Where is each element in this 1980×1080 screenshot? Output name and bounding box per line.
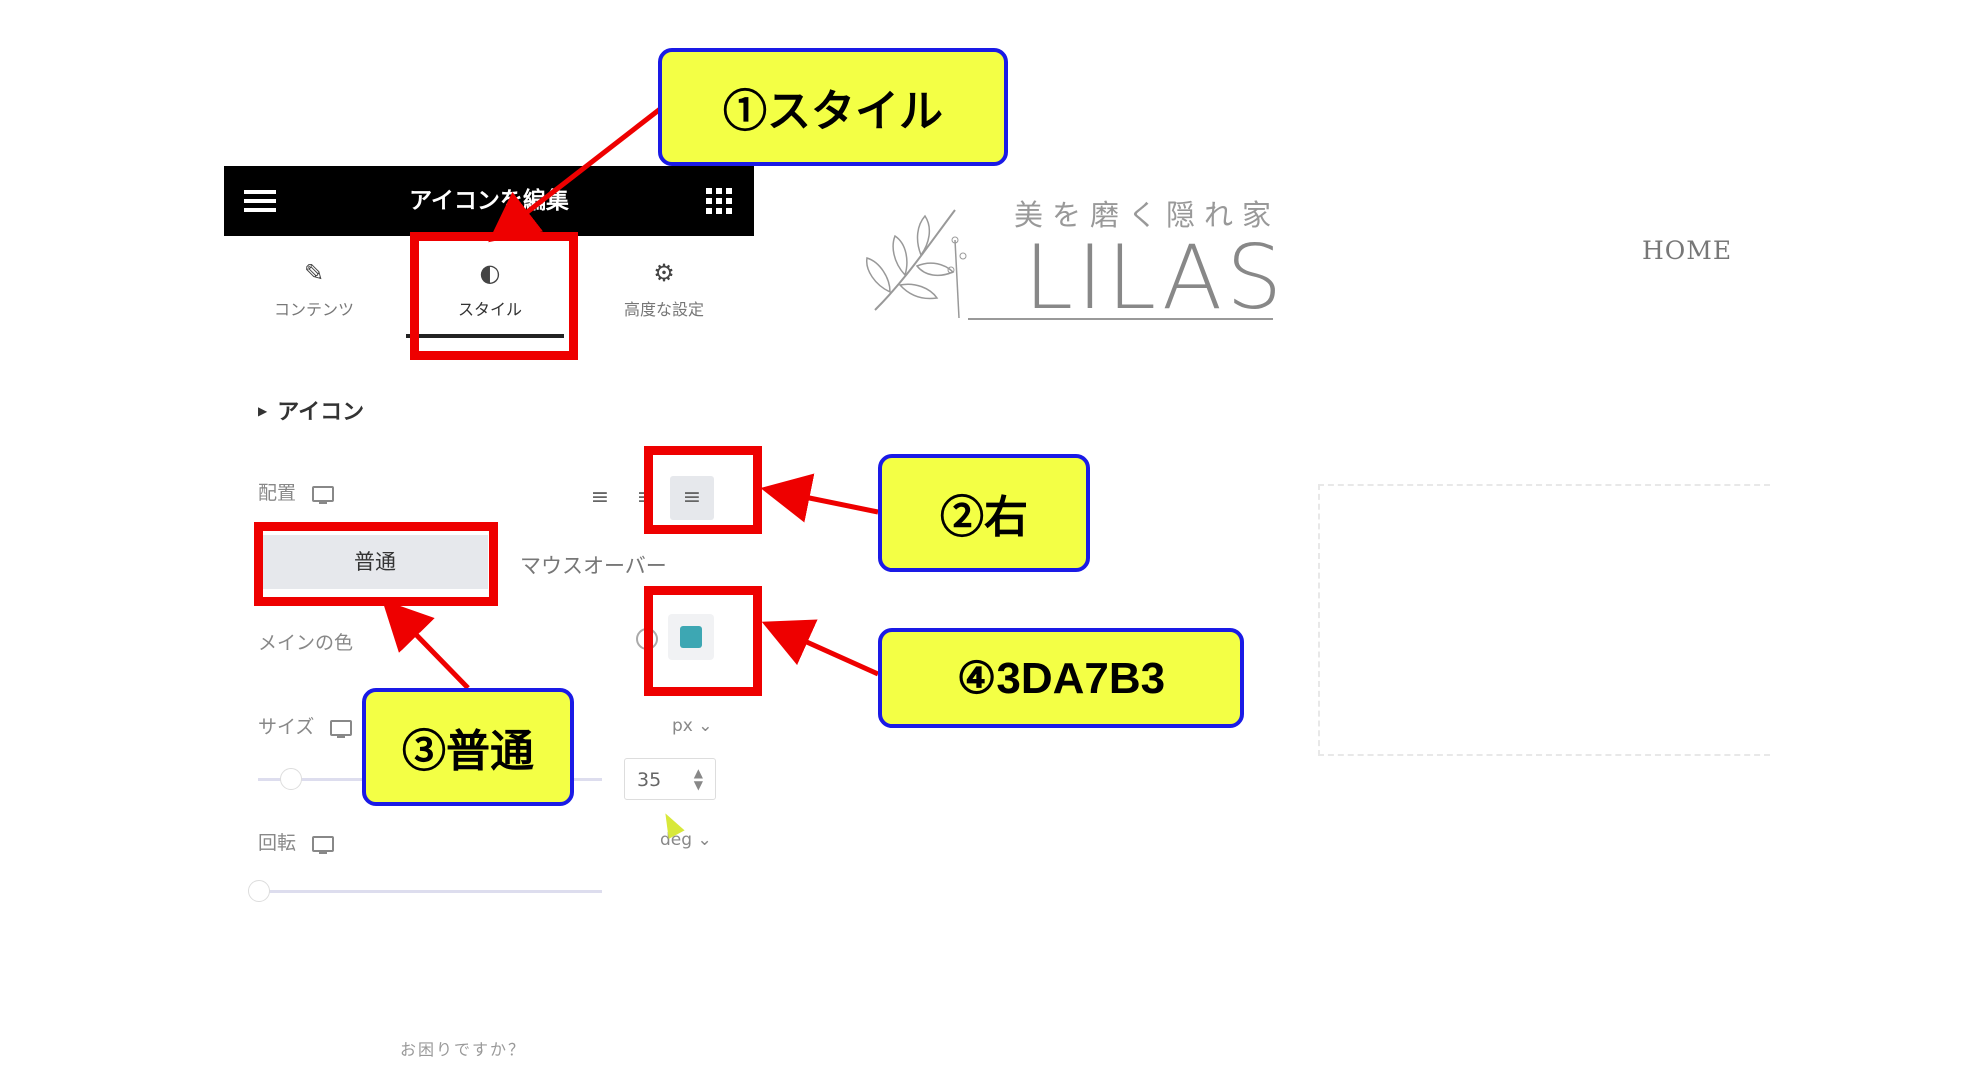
preview-placeholder-area bbox=[1318, 484, 1770, 756]
gear-icon: ⚙ bbox=[653, 259, 675, 287]
align-left-icon: ≡ bbox=[590, 485, 610, 510]
leaf-branch-logo-icon bbox=[866, 209, 967, 319]
pencil-icon: ✎ bbox=[303, 259, 325, 287]
rotation-slider-handle[interactable] bbox=[248, 880, 270, 902]
tab-style[interactable]: ◐ スタイル bbox=[420, 258, 560, 320]
size-slider-handle[interactable] bbox=[280, 768, 302, 790]
size-unit-select[interactable]: px ⌄ bbox=[672, 716, 713, 736]
callout-step1: ①スタイル bbox=[658, 48, 1008, 166]
chevron-down-icon: ⌄ bbox=[698, 716, 713, 736]
highlight-style-tab bbox=[410, 232, 578, 360]
desktop-responsive-icon[interactable] bbox=[312, 835, 335, 854]
nav-home-link[interactable]: HOME bbox=[1642, 236, 1733, 265]
highlight-color-swatch bbox=[644, 586, 762, 696]
main-color-picker[interactable] bbox=[668, 614, 714, 660]
align-left-button[interactable]: ≡ bbox=[578, 476, 622, 520]
caret-right-icon: ▶ bbox=[258, 404, 268, 418]
contrast-icon: ◐ bbox=[479, 259, 501, 287]
size-control: サイズ bbox=[258, 712, 353, 739]
callout-step2: ②右 bbox=[878, 454, 1090, 572]
state-tab-hover[interactable]: マウスオーバー bbox=[520, 554, 667, 578]
rotation-control: 回転 bbox=[258, 828, 335, 855]
hamburger-menu-icon[interactable] bbox=[244, 190, 276, 212]
logo-subtitle: 美を磨く隠れ家 bbox=[1014, 198, 1281, 232]
rotation-slider-track[interactable] bbox=[258, 890, 602, 893]
highlight-align-right bbox=[644, 446, 762, 534]
tab-advanced[interactable]: ⚙ 高度な設定 bbox=[594, 258, 734, 320]
alignment-label: 配置 bbox=[258, 482, 297, 504]
tab-content[interactable]: ✎ コンテンツ bbox=[244, 258, 384, 320]
chevron-down-icon: ⌄ bbox=[697, 830, 712, 850]
color-swatch bbox=[680, 626, 702, 648]
size-label: サイズ bbox=[258, 716, 315, 738]
stepper-arrows-icon[interactable]: ▲▼ bbox=[693, 766, 703, 792]
arrow-step1 bbox=[488, 104, 666, 243]
callout-step3: ③普通 bbox=[362, 688, 574, 806]
align-right-button[interactable]: ≡ bbox=[670, 476, 714, 520]
desktop-responsive-icon[interactable] bbox=[312, 485, 335, 504]
logo-title: LILAS bbox=[1024, 226, 1287, 329]
logo-underline bbox=[968, 318, 1273, 320]
help-text[interactable]: お困りですか？ bbox=[400, 1040, 527, 1059]
active-tab-indicator bbox=[406, 334, 564, 338]
size-number-input[interactable]: 35 ▲▼ bbox=[624, 758, 716, 800]
callout-step4: ④3DA7B3 bbox=[878, 628, 1244, 728]
rotation-unit-select[interactable]: deg ⌄ bbox=[660, 830, 712, 850]
arrow-step3 bbox=[382, 599, 470, 690]
main-color-label: メインの色 bbox=[258, 632, 354, 654]
align-right-icon: ≡ bbox=[682, 485, 702, 510]
widgets-grid-icon[interactable] bbox=[706, 188, 732, 214]
rotation-label: 回転 bbox=[258, 832, 297, 854]
state-tab-normal[interactable]: 普通 bbox=[262, 535, 488, 589]
arrow-step2 bbox=[760, 473, 879, 523]
section-icon-header[interactable]: ▶アイコン bbox=[258, 400, 365, 425]
arrow-step4 bbox=[761, 619, 880, 677]
alignment-control: 配置 bbox=[258, 478, 335, 505]
desktop-responsive-icon[interactable] bbox=[330, 719, 353, 738]
highlight-normal-tab bbox=[254, 522, 498, 606]
